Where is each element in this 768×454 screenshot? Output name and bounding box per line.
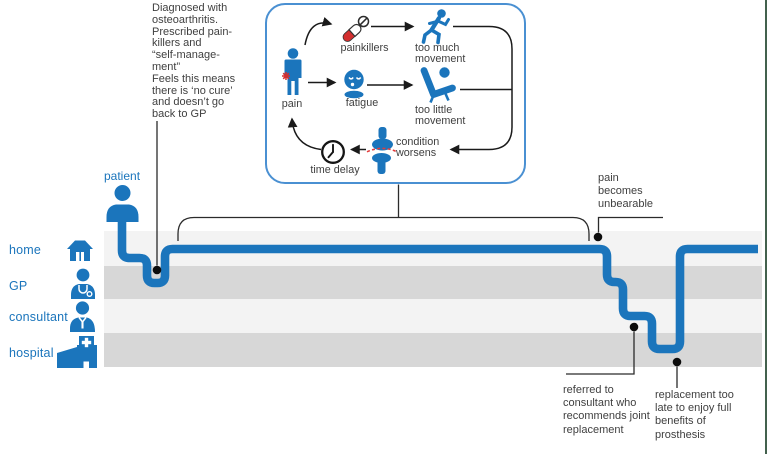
note-referred: referred to consultant who recommends jo… — [563, 384, 650, 436]
cycle-label-too-little: too little movement — [415, 104, 466, 127]
house-icon — [66, 239, 94, 266]
cycle-label-condition: condition worsens — [396, 136, 440, 159]
fatigue-icon — [344, 69, 364, 99]
cycle-label-too-much: too much movement — [415, 42, 466, 65]
lane-label-home: home — [9, 243, 42, 257]
vicious-cycle-box: pain painkillers too much movement fatig… — [265, 3, 526, 184]
recliner-person-icon — [420, 67, 456, 103]
cycle-label-fatigue: fatigue — [345, 97, 379, 109]
lane-label-gp: GP — [9, 279, 28, 293]
lane-label-hospital: hospital — [9, 346, 54, 360]
running-person-icon — [421, 9, 450, 45]
cycle-graphics — [282, 9, 513, 174]
cycle-label-painkillers: painkillers — [340, 42, 389, 54]
lane-hospital — [104, 333, 762, 367]
note-diagnosis: Diagnosed with osteoarthritis. Prescribe… — [152, 2, 236, 121]
note-replacement-late: replacement too late to enjoy full benef… — [655, 389, 734, 441]
clock-icon — [321, 140, 345, 164]
pain-person-icon — [282, 48, 302, 95]
slide-edge-line — [765, 0, 767, 454]
doctor-icon — [70, 268, 96, 304]
cycle-arrows — [287, 17, 513, 155]
patient-icon — [105, 184, 141, 227]
cycle-label-time-delay: time delay — [310, 164, 360, 176]
knee-joint-icon — [366, 127, 398, 174]
pain-burst — [282, 72, 290, 80]
lane-home — [104, 231, 762, 266]
patient-label: patient — [104, 169, 141, 183]
hospital-icon — [56, 336, 98, 373]
lane-label-consultant: consultant — [9, 310, 68, 324]
lane-consultant — [104, 299, 762, 333]
painkillers-icon — [342, 15, 370, 42]
cycle-label-pain: pain — [281, 98, 303, 110]
lane-gp — [104, 266, 762, 299]
consultant-icon — [69, 301, 96, 337]
note-pain-unbearable: pain becomes unbearable — [598, 172, 654, 210]
